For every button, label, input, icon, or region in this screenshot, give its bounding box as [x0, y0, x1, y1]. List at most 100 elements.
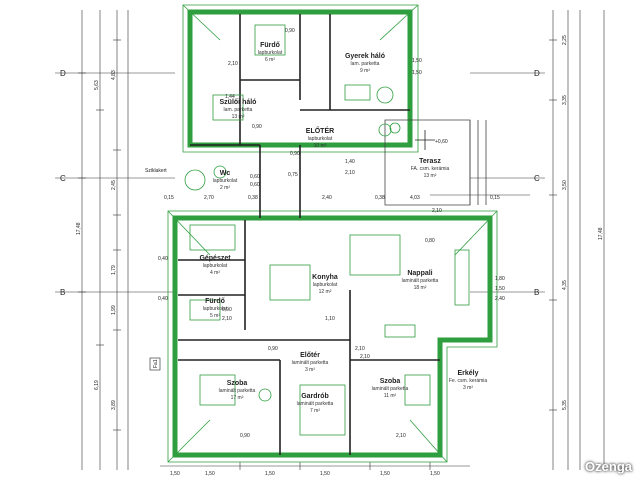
axis-label-left-3: B	[60, 288, 65, 297]
svg-text:ELŐTÉR: ELŐTÉR	[306, 126, 334, 135]
dimension-labels-bottom: 1,50 1,50 1,50 1,50 1,50 1,50	[170, 471, 440, 477]
dim-right-total: 17,48	[598, 227, 604, 240]
axis-label-left-2: C	[60, 174, 66, 183]
svg-text:Gyerek háló: Gyerek háló	[345, 53, 385, 60]
dim-misc: 0,40	[158, 256, 168, 262]
svg-text:Előtér: Előtér	[300, 352, 320, 359]
room-eloter-top: ELŐTÉR lapburkolat 10 m²	[306, 126, 334, 149]
room-furdo-bottom: Fürdő lapburkolat 5 m²	[203, 298, 228, 319]
svg-text:9 m²: 9 m²	[360, 68, 370, 74]
room-wc: Wc lapburkolat 2 m²	[213, 170, 238, 191]
svg-text:Erkély: Erkély	[457, 370, 478, 377]
dim-misc: 1,80	[495, 276, 505, 282]
dim-left-d6: 1,79	[111, 265, 117, 275]
axis-label-right-2: C	[534, 174, 540, 183]
svg-text:FA. csm. kerámia: FA. csm. kerámia	[411, 166, 450, 172]
dim-right-3: 3,50	[562, 180, 568, 190]
dim-misc: 2,10	[345, 170, 355, 176]
axis-label-right-1: D	[534, 69, 540, 78]
axis-label-left-1: D	[60, 69, 66, 78]
dim-misc: 0,60	[250, 182, 260, 188]
roof-outline	[167, 4, 498, 463]
dim-left-d3: 3,89	[111, 400, 117, 410]
dim-misc: 0,40	[158, 296, 168, 302]
room-terasz: Terasz FA. csm. kerámia 13 m²	[411, 158, 450, 179]
svg-text:4 m²: 4 m²	[210, 270, 220, 276]
dim-misc: 0,38	[248, 195, 258, 201]
dim-misc: 2,40	[322, 195, 332, 201]
svg-text:Wc: Wc	[220, 170, 231, 177]
dim-bottom-1: 1,50	[205, 471, 215, 477]
dim-misc: 2,10	[222, 316, 232, 322]
furniture	[184, 24, 470, 436]
dim-misc: 0,15	[490, 195, 500, 201]
room-eloter-bottom: Előtér laminált parketta 3 m²	[292, 352, 329, 373]
svg-text:6 m²: 6 m²	[265, 57, 275, 63]
room-erkely: Erkély Fe. csm. kerámia 3 m²	[449, 370, 488, 391]
svg-text:Gardrób: Gardrób	[301, 393, 329, 400]
svg-text:laminált parketta: laminált parketta	[402, 278, 439, 284]
svg-text:laminált parketta: laminált parketta	[297, 401, 334, 407]
dim-bottom-5: 1,50	[430, 471, 440, 477]
svg-text:Nappali: Nappali	[407, 270, 432, 277]
svg-text:2 m²: 2 m²	[220, 185, 230, 191]
dimension-labels-misc: 0,90 2,10 0,90 1,50 1,50 1,40 2,10 0,60 …	[158, 28, 505, 439]
dim-left-d4: 2,45	[111, 180, 117, 190]
dimension-lines	[55, 10, 605, 470]
svg-text:12 m²: 12 m²	[319, 289, 332, 295]
dim-misc: 1,40	[345, 159, 355, 165]
room-gardrob: Gardrób laminált parketta 7 m²	[297, 393, 334, 414]
room-nappali: Nappali laminált parketta 18 m²	[402, 270, 439, 291]
dim-right-5: 5,35	[562, 400, 568, 410]
svg-text:13 m²: 13 m²	[232, 114, 245, 120]
svg-text:Fürdő: Fürdő	[260, 42, 280, 49]
svg-text:lapburkolat: lapburkolat	[308, 136, 333, 142]
dim-misc: 0,90	[285, 28, 295, 34]
svg-text:lapburkolat: lapburkolat	[258, 50, 283, 56]
watermark-logo: Ozenga	[585, 459, 632, 474]
dim-bottom-4: 1,50	[380, 471, 390, 477]
svg-text:Fürdő: Fürdő	[205, 298, 225, 305]
axis-label-right-3: B	[534, 288, 539, 297]
dim-bottom-2: 1,50	[265, 471, 275, 477]
dim-misc: 2,10	[228, 61, 238, 67]
dim-misc: 2,10	[360, 354, 370, 360]
sziklakert-label: Sziklakert	[145, 168, 167, 174]
svg-text:Szoba: Szoba	[380, 378, 401, 385]
dim-misc: 2,10	[432, 208, 442, 214]
dim-left-d2: 4,83	[111, 70, 117, 80]
terrace-outline	[384, 119, 487, 206]
dim-misc: 0,90	[290, 151, 300, 157]
dim-misc: 1,50	[495, 286, 505, 292]
svg-text:10 m²: 10 m²	[314, 143, 327, 149]
svg-text:Fa1: Fa1	[153, 359, 159, 368]
dim-right-1: 2,25	[562, 35, 568, 45]
dim-misc: 0,90	[252, 124, 262, 130]
svg-text:Konyha: Konyha	[312, 274, 338, 281]
dim-misc: 2,10	[355, 346, 365, 352]
dim-left-d1: 5,63	[94, 80, 100, 90]
level-mark-label: +0,60	[435, 139, 448, 145]
svg-text:lapburkolat: lapburkolat	[313, 282, 338, 288]
dim-misc: 0,15	[164, 195, 174, 201]
dim-left-d5: 1,99	[111, 305, 117, 315]
svg-text:11 m²: 11 m²	[384, 393, 397, 399]
wall-tag: Fa1	[149, 357, 161, 371]
axis-labels: D C B D C B	[60, 69, 540, 297]
dim-right-2: 3,35	[562, 95, 568, 105]
svg-text:Szoba: Szoba	[227, 380, 248, 387]
interior-walls	[178, 14, 440, 455]
svg-text:Szülői háló: Szülői háló	[220, 99, 257, 106]
dim-misc: 1,50	[412, 70, 422, 76]
dim-left-lower: 6,19	[94, 380, 100, 390]
dimension-labels-right: 2,25 3,35 3,50 4,35 5,35 17,48	[562, 35, 604, 410]
dimension-labels-left: 17,48 6,19 5,63 4,83 3,89 2,45 1,99 1,79	[76, 70, 117, 410]
level-marker	[415, 130, 435, 150]
dim-misc: 0,75	[288, 172, 298, 178]
room-konyha: Konyha lapburkolat 12 m²	[312, 274, 338, 295]
svg-text:7 m²: 7 m²	[310, 408, 320, 414]
dim-misc: 1,44	[225, 94, 235, 100]
dim-misc: 2,10	[396, 433, 406, 439]
dim-misc: 4,03	[410, 195, 420, 201]
